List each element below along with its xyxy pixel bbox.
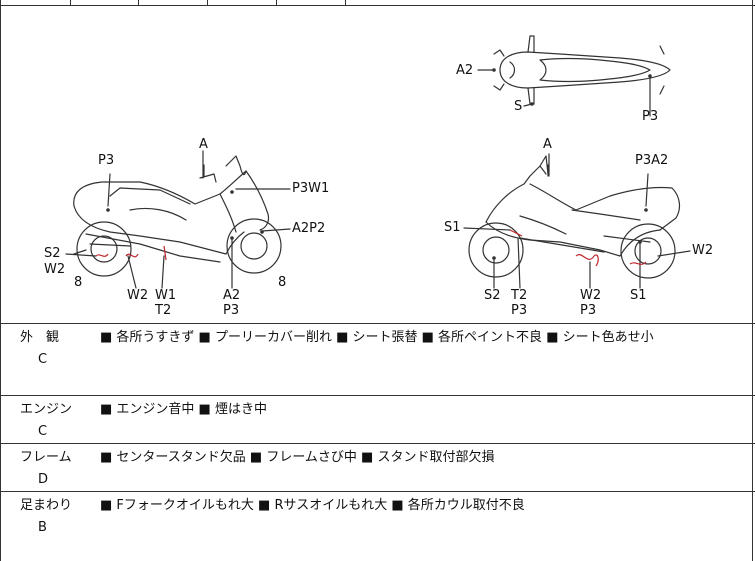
scooter-side-view-left [73,150,282,277]
issue-list: ■ エンジン音中 ■ 煙はき中 [100,402,267,417]
label-s1: S1 [630,288,647,303]
condition-row-engine: エンジン C ■ エンジン音中 ■ 煙はき中 [0,396,755,444]
grade-label: D [38,472,49,487]
top-table-row [0,0,755,6]
scooter-top-view [493,35,671,105]
label-8: 8 [278,275,287,290]
category-label: エンジン [20,402,73,417]
top-cell-divider [138,0,139,6]
label-p3a2: P3A2 [635,153,669,168]
label-w2: W2 [692,243,714,258]
issue-list: ■ Fフォークオイルもれ大 ■ Rサスオイルもれ大 ■ 各所カウル取付不良 [100,498,525,513]
category-label: 外 観 [20,330,60,345]
grade-label: C [38,352,48,367]
condition-diagram: A P3 P3W1 A2P2 S2 W2 8 W2 W1 T2 A2 P3 8 … [0,6,755,324]
label-a: A [543,137,552,152]
label-a2: A2 [223,288,241,303]
top-cell-divider [345,0,346,6]
grade-label: B [38,520,47,535]
label-a2p2: A2P2 [292,221,326,236]
top-cell-divider [70,0,71,6]
grade-label: C [38,424,48,439]
category-label: 足まわり [20,498,73,513]
scooter-side-view-right [468,153,681,279]
label-p3: P3 [642,109,659,124]
condition-row-frame: フレーム D ■ センタースタンド欠品 ■ フレームさび中 ■ スタンド取付部欠… [0,444,755,492]
label-p3: P3 [580,303,597,318]
label-t2: T2 [155,303,172,318]
marker-dots [106,68,652,260]
label-a: A [199,137,208,152]
condition-row-exterior: 外 観 C ■ 各所うすきず ■ プーリーカバー削れ ■ シート張替 ■ 各所ペ… [0,324,755,396]
top-cell-divider [207,0,208,6]
label-t2: T2 [511,288,528,303]
leader-lines [65,69,691,289]
issue-list: ■ センタースタンド欠品 ■ フレームさび中 ■ スタンド取付部欠損 [100,450,495,465]
label-p3: P3 [98,153,115,168]
category-label: フレーム [20,450,72,465]
condition-row-suspension: 足まわり B ■ Fフォークオイルもれ大 ■ Rサスオイルもれ大 ■ 各所カウル… [0,492,755,561]
label-w1: W1 [155,288,177,303]
label-s2: S2 [44,246,61,261]
label-a2: A2 [456,63,474,78]
label-8: 8 [74,275,83,290]
label-p3: P3 [511,303,528,318]
scooter-illustrations [65,35,691,289]
label-w2: W2 [127,288,149,303]
damage-marks [95,229,647,267]
label-w2: W2 [44,262,66,277]
label-w2: W2 [580,288,602,303]
label-s: S [514,99,523,114]
label-s1: S1 [444,220,461,235]
label-p3: P3 [223,303,240,318]
label-s2: S2 [484,288,501,303]
label-p3w1: P3W1 [292,181,330,196]
top-cell-divider [276,0,277,6]
issue-list: ■ 各所うすきず ■ プーリーカバー削れ ■ シート張替 ■ 各所ペイント不良 … [100,330,654,345]
